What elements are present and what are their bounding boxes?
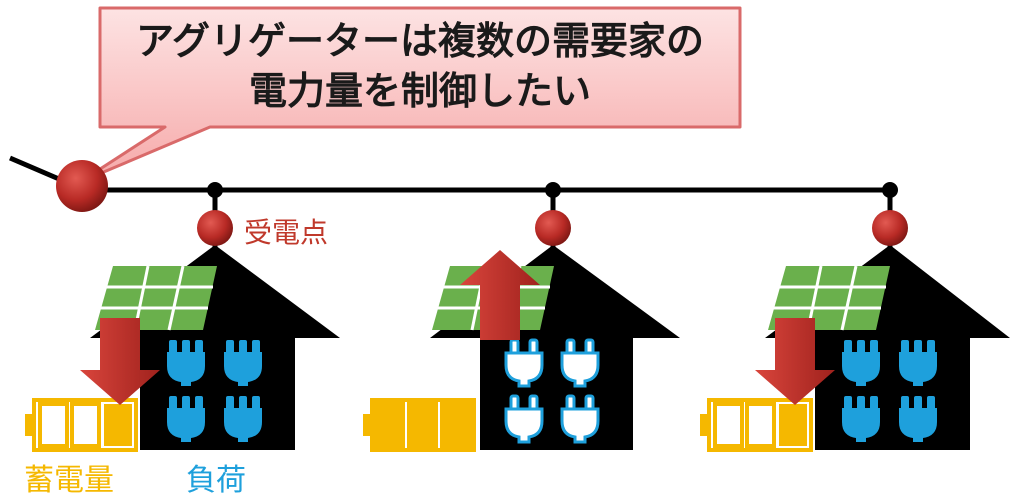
arrow-down-icon: [755, 318, 835, 405]
load-label: 負荷: [186, 463, 246, 498]
house-1: [25, 210, 340, 452]
solar-panel-icon: [95, 265, 217, 331]
solar-panel-icon: [768, 265, 890, 331]
callout-text-line1: アグリゲーターは複数の需要家の: [136, 19, 704, 63]
house-3: [700, 210, 1010, 452]
battery-icon: [363, 398, 476, 452]
callout-text-line2: 電力量を制御したい: [249, 69, 591, 113]
callout-bubble: アグリゲーターは複数の需要家の 電力量を制御したい: [78, 6, 742, 184]
receiving-point-node: [197, 210, 233, 246]
battery-icon: [25, 398, 138, 452]
arrow-down-icon: [80, 318, 160, 405]
house-2: [363, 210, 680, 452]
aggregator-node: [56, 160, 108, 212]
receiving-point-label: 受電点: [244, 216, 328, 249]
battery-icon: [700, 398, 813, 452]
power-line: [9, 155, 898, 230]
receiving-point-node: [872, 210, 908, 246]
arrow-up-icon: [460, 250, 540, 340]
receiving-point-node: [535, 210, 571, 246]
storage-amount-label: 蓄電量: [24, 463, 114, 498]
